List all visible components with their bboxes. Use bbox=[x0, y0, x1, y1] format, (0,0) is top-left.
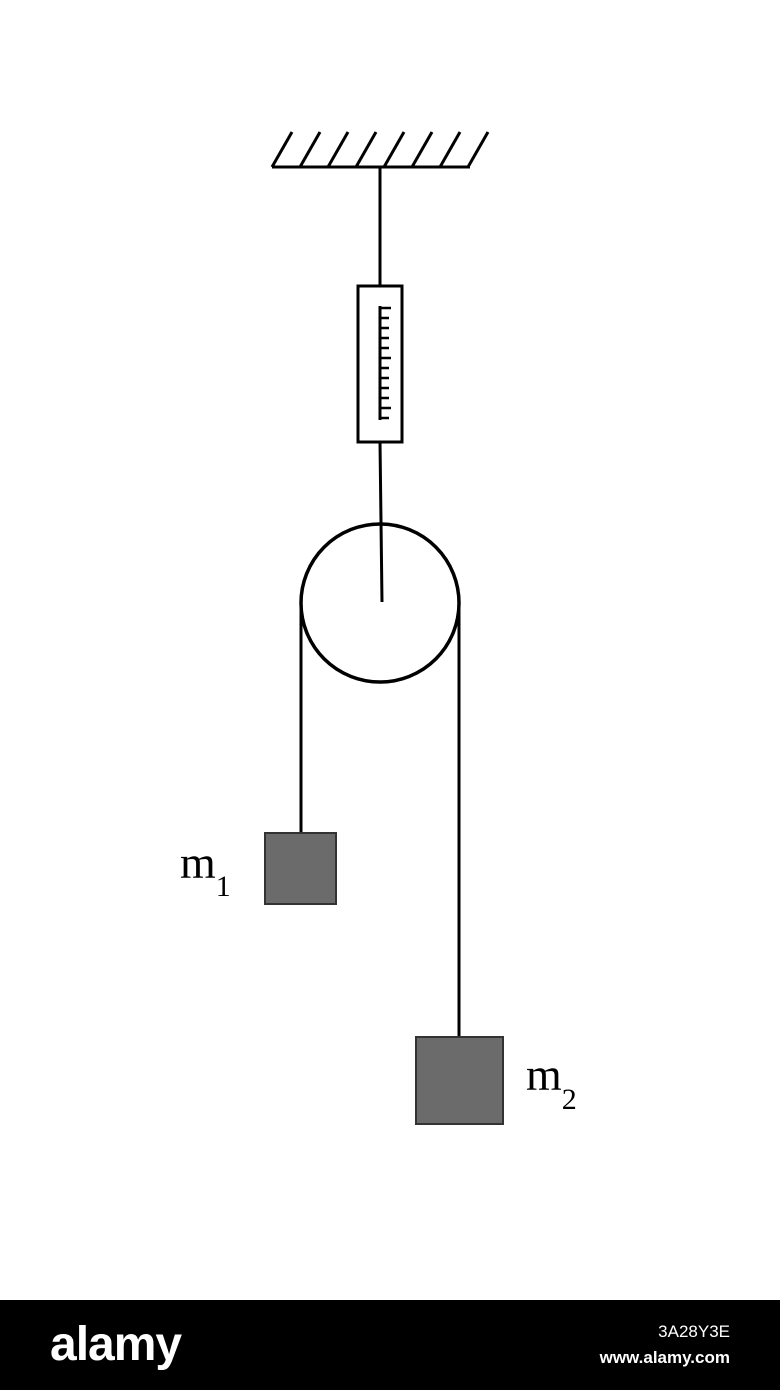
mass-1-block bbox=[264, 832, 337, 905]
watermark-footer: alamy 3A28Y3E www.alamy.com bbox=[0, 1300, 780, 1390]
image-id: 3A28Y3E bbox=[658, 1322, 730, 1341]
brand-logo: alamy bbox=[50, 1318, 182, 1371]
site-url: www.alamy.com bbox=[599, 1348, 730, 1367]
ceiling-support bbox=[270, 131, 490, 169]
mass-2-label: m2 bbox=[526, 1049, 577, 1116]
pulley-diagram: m1 m2 bbox=[180, 131, 577, 1125]
mass-2-block bbox=[415, 1036, 504, 1125]
axle-rod bbox=[378, 441, 384, 603]
spring-balance-ticks bbox=[380, 306, 391, 420]
ceiling-hatching bbox=[270, 131, 490, 168]
spring-balance bbox=[356, 284, 404, 444]
mass-1-label: m1 bbox=[180, 837, 231, 903]
